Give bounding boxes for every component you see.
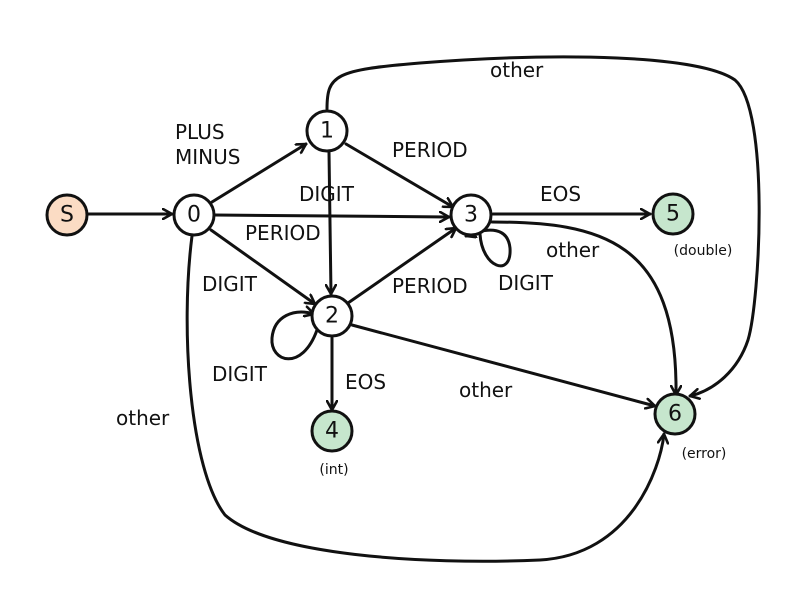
edge-1-2 — [329, 150, 331, 296]
label-3-5: EOS — [540, 182, 581, 206]
edge-0-6 — [185, 234, 664, 563]
state-6-caption: (error) — [682, 446, 727, 462]
state-1: 1 — [305, 109, 349, 153]
label-0-3: PERIOD — [245, 221, 321, 245]
label-3-loop: DIGIT — [498, 271, 554, 295]
state-2: 2 — [310, 294, 354, 338]
edge-2-self-loop — [270, 312, 319, 361]
state-3: 3 — [449, 193, 493, 237]
edge-2-6 — [350, 323, 657, 406]
label-1-6: other — [490, 58, 544, 82]
edge-0-1 — [210, 142, 308, 204]
state-6-label: 6 — [668, 402, 682, 427]
state-0-circle — [172, 193, 216, 237]
state-S-label: S — [60, 203, 74, 228]
state-1-label: 1 — [320, 119, 334, 144]
state-5-circle — [651, 192, 695, 236]
state-5-caption: (double) — [674, 243, 733, 259]
label-1-3: PERIOD — [392, 138, 468, 162]
state-4: 4 — [310, 409, 354, 453]
label-2-4: EOS — [345, 370, 386, 394]
state-0: 0 — [172, 193, 216, 237]
state-4-label: 4 — [325, 419, 339, 444]
edge-0-2 — [209, 228, 317, 306]
state-S: S — [45, 193, 89, 237]
state-5: 5 — [651, 192, 695, 236]
state-5-label: 5 — [666, 202, 680, 227]
state-1-circle — [305, 109, 349, 153]
state-2-label: 2 — [325, 304, 339, 329]
edge-1-6 — [325, 55, 761, 396]
state-6: 6 — [653, 392, 697, 436]
state-4-circle — [310, 409, 354, 453]
edge-0-3 — [212, 215, 451, 217]
label-1-2: DIGIT — [299, 182, 355, 206]
state-2-circle — [310, 294, 354, 338]
edge-1-3 — [344, 142, 455, 209]
label-0-2: DIGIT — [202, 272, 258, 296]
edge-3-self-loop — [464, 230, 512, 268]
label-0-1-minus: MINUS — [175, 145, 240, 169]
label-0-6: other — [116, 406, 170, 430]
state-4-caption: (int) — [319, 462, 348, 478]
state-6-circle — [653, 392, 697, 436]
edge-2-3 — [346, 226, 458, 305]
label-3-6: other — [546, 238, 600, 262]
state-S-circle — [45, 193, 89, 237]
label-2-3: PERIOD — [392, 274, 468, 298]
state-0-label: 0 — [187, 203, 201, 228]
label-2-loop: DIGIT — [212, 362, 268, 386]
state-3-circle — [449, 193, 493, 237]
label-0-1-plus: PLUS — [175, 120, 225, 144]
state-3-label: 3 — [464, 203, 478, 228]
edge-3-6 — [490, 220, 676, 397]
label-2-6: other — [459, 378, 513, 402]
